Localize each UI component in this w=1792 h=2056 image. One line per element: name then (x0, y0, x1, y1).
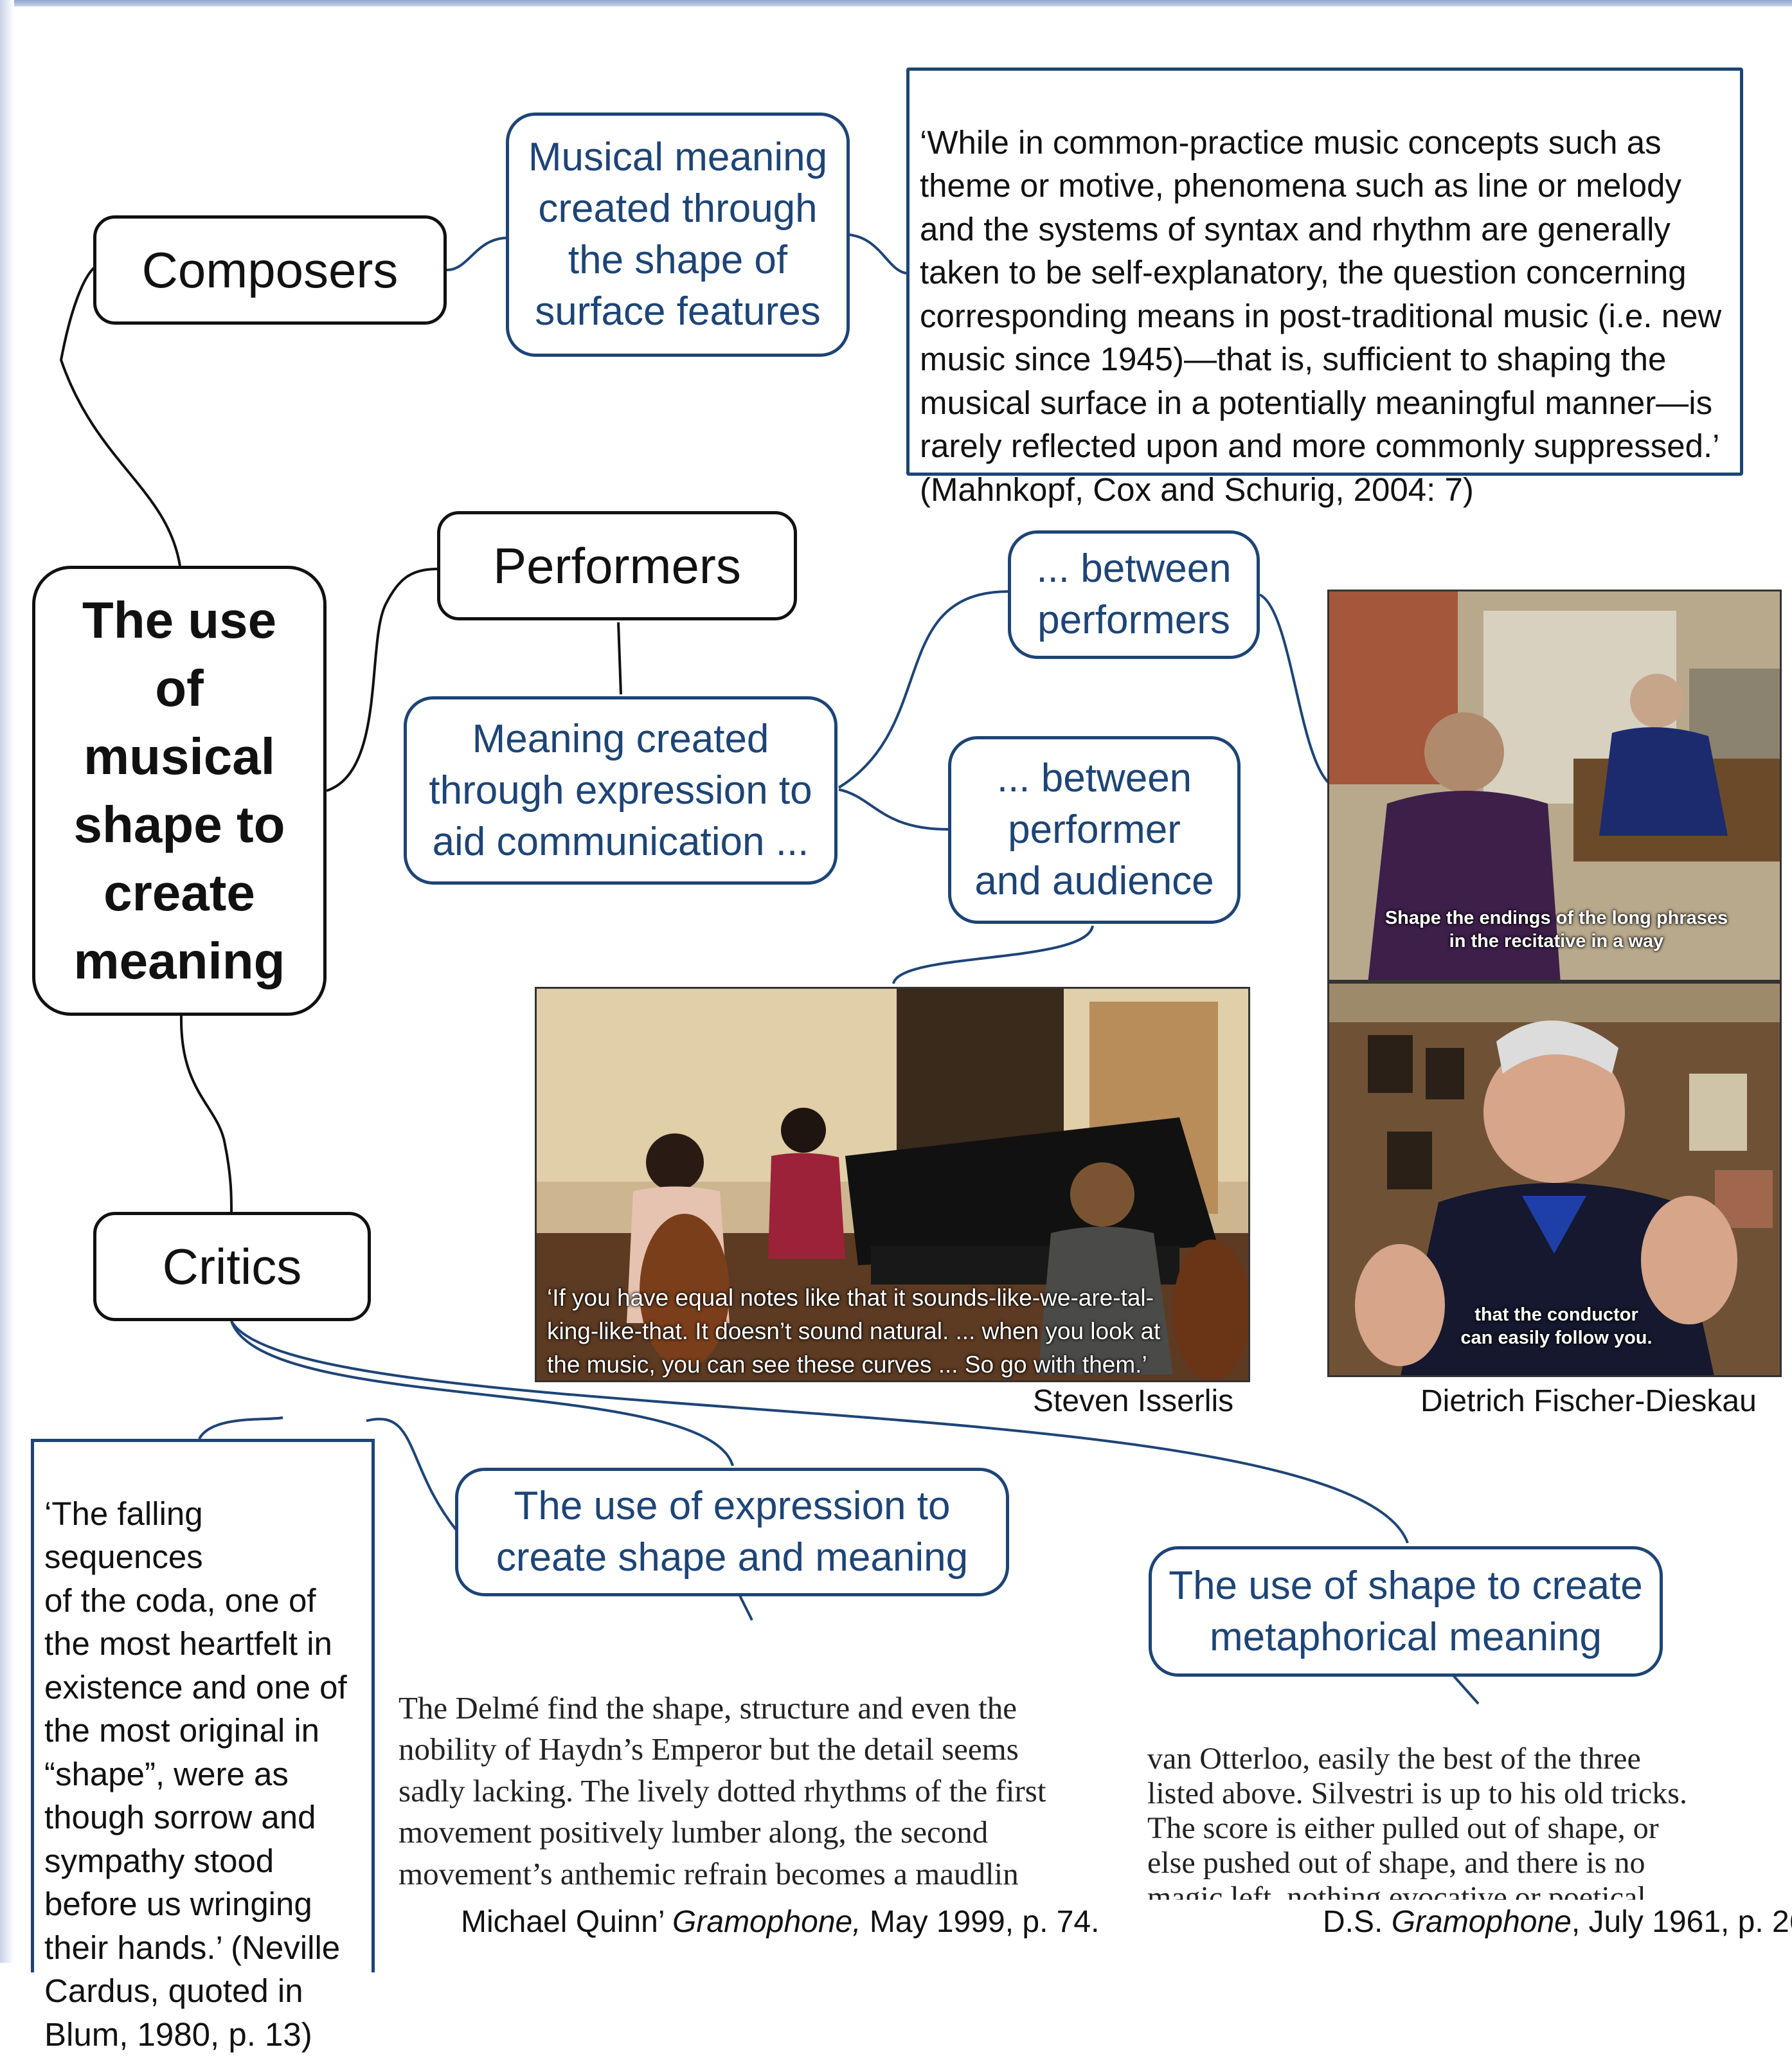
dieskau-caption: Dietrich Fischer-Dieskau (1420, 1384, 1757, 1418)
ds-source-publication: Gramophone (1391, 1905, 1572, 1939)
ds-source-caption: D.S. Gramophone, July 1961, p. 26 (1323, 1904, 1792, 1940)
composers-meaning-node[interactable]: Musical meaning created through the shap… (506, 113, 850, 357)
dieskau-video-still-1: Shape the endings of the long phrases in… (1327, 590, 1782, 982)
left-border (0, 0, 14, 1963)
central-topic-node[interactable]: The use of musical shape to create meani… (32, 566, 327, 1016)
between-performers-node[interactable]: ... between performers (1008, 530, 1260, 659)
link-audience-isserlis (892, 925, 1094, 984)
critics-metaphor-node[interactable]: The use of shape to create metaphorical … (1149, 1546, 1663, 1677)
quinn-source-detail: May 1999, p. 74. (861, 1905, 1100, 1939)
performers-meaning-label: Meaning created through expression to ai… (429, 716, 812, 864)
quinn-scan-excerpt: The Delmé find the shape, structure and … (399, 1646, 1112, 1904)
dieskau-subtitle-2: that the conductor can easily follow you… (1460, 1304, 1653, 1348)
top-border (0, 0, 1792, 6)
composers-node[interactable]: Composers (93, 215, 447, 325)
ds-source-author: D.S. (1323, 1905, 1392, 1939)
composers-label: Composers (141, 241, 399, 298)
composers-meaning-label: Musical meaning created through the shap… (528, 135, 828, 334)
link-critics-metaphor (230, 1320, 1409, 1544)
ds-source-detail: , July 1961, p. 26 (1571, 1905, 1792, 1939)
performers-label: Performers (493, 537, 741, 594)
link-metaphor-ds (1451, 1673, 1480, 1705)
link-meaning-between-audience (838, 788, 949, 831)
link-expression-quinn (738, 1594, 753, 1621)
cardus-quote-text: ‘The falling sequences of the coda, one … (44, 1495, 347, 2053)
between-audience-label: ... between performer and audience (974, 756, 1214, 903)
between-audience-node[interactable]: ... between performer and audience (948, 736, 1241, 924)
critics-node[interactable]: Critics (93, 1212, 371, 1321)
isserlis-subtitle: ‘If you have equal notes like that it so… (547, 1285, 1161, 1378)
critics-metaphor-label: The use of shape to create metaphorical … (1169, 1563, 1643, 1659)
ds-scan-excerpt: van Otterloo, easily the best of the thr… (1147, 1707, 1792, 1900)
link-composers-meaning (446, 237, 508, 271)
dieskau-scene-illustration-1 (1329, 591, 1780, 980)
mahnkopf-quote-box: ‘While in common-practice music concepts… (906, 68, 1743, 508)
dieskau-scene-illustration-2 (1329, 984, 1780, 1375)
link-central-composers (59, 266, 181, 566)
quinn-source-publication: Gramophone, (672, 1905, 861, 1939)
cardus-quote-box: ‘The falling sequences of the coda, one … (31, 1439, 375, 2053)
dieskau-video-still-2: that the conductor can easily follow you… (1327, 982, 1782, 1377)
isserlis-scene-illustration (537, 989, 1248, 1380)
link-central-critics (179, 1015, 233, 1213)
isserlis-caption: Steven Isserlis (1033, 1384, 1234, 1418)
connector-lines (59, 233, 1480, 1705)
critics-expression-node[interactable]: The use of expression to create shape an… (455, 1468, 1009, 1596)
quinn-source-caption: Michael Quinn’ Gramophone, May 1999, p. … (461, 1904, 1099, 1940)
central-topic-label: The use of musical shape to create meani… (73, 591, 285, 989)
link-critics-expression (230, 1321, 734, 1466)
quinn-scan-text: The Delmé find the shape, structure and … (399, 1690, 1046, 1904)
performers-meaning-node[interactable]: Meaning created through expression to ai… (404, 696, 838, 885)
between-performers-label: ... between performers (1036, 546, 1232, 642)
mahnkopf-quote-text: ‘While in common-practice music concepts… (920, 123, 1722, 508)
link-central-performers (326, 568, 438, 792)
link-meaning-between-performers (838, 590, 1010, 789)
critics-label: Critics (162, 1238, 302, 1295)
link-between-performers-photo (1259, 593, 1332, 786)
performers-node[interactable]: Performers (437, 511, 797, 620)
ds-scan-text: van Otterloo, easily the best of the thr… (1147, 1742, 1687, 1900)
link-critics-cardus (366, 1418, 458, 1531)
isserlis-video-still: ‘If you have equal notes like that it so… (535, 987, 1250, 1382)
dieskau-subtitle-1: Shape the endings of the long phrases in… (1384, 908, 1728, 951)
quinn-source-author: Michael Quinn’ (461, 1905, 673, 1939)
link-performers-meaning (617, 622, 622, 695)
critics-expression-label: The use of expression to create shape an… (496, 1484, 969, 1580)
link-meaning-quote (848, 233, 907, 275)
link-cardus-bubble (198, 1416, 283, 1440)
